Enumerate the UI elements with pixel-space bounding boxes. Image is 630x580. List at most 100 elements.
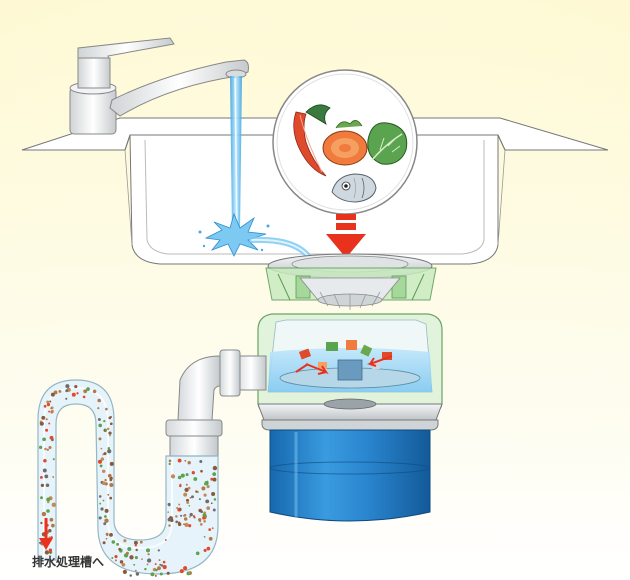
debris-speck xyxy=(167,517,172,522)
debris-speck xyxy=(100,447,103,450)
debris-speck xyxy=(86,387,90,391)
debris-speck xyxy=(51,523,55,528)
debris-speck xyxy=(46,448,50,451)
debris-speck xyxy=(206,506,211,510)
debris-speck xyxy=(147,553,150,556)
debris-speck xyxy=(111,540,116,544)
debris-speck xyxy=(159,563,162,566)
debris-speck xyxy=(47,500,50,504)
debris-speck xyxy=(120,548,123,551)
debris-speck xyxy=(97,398,101,403)
debris-speck xyxy=(203,519,206,523)
debris-speck xyxy=(208,536,213,541)
debris-speck xyxy=(104,429,108,432)
debris-speck xyxy=(50,407,53,410)
debris-speck xyxy=(200,469,203,473)
debris-speck xyxy=(191,495,194,499)
debris-speck xyxy=(105,537,108,540)
debris-speck xyxy=(122,569,127,574)
debris-speck xyxy=(44,550,50,555)
debris-speck xyxy=(196,490,199,494)
debris-speck xyxy=(202,516,206,520)
debris-speck xyxy=(162,565,167,570)
debris-speck xyxy=(42,468,47,473)
debris-speck xyxy=(97,407,100,410)
debris-speck xyxy=(53,390,58,395)
debris-speck xyxy=(168,462,171,466)
debris-speck xyxy=(52,458,55,461)
debris-speck xyxy=(177,475,182,480)
debris-speck xyxy=(116,542,120,546)
debris-speck xyxy=(176,507,179,509)
debris-speck xyxy=(65,397,68,400)
debris-speck xyxy=(184,522,189,527)
debris-speck xyxy=(108,431,112,435)
debris-speck xyxy=(109,532,113,537)
debris-speck xyxy=(212,477,217,482)
outlet-pipe xyxy=(165,349,267,457)
debris-speck xyxy=(203,548,207,552)
debris-speck xyxy=(135,572,140,576)
debris-speck xyxy=(104,508,109,513)
debris-speck xyxy=(141,558,143,560)
debris-speck xyxy=(210,502,213,505)
debris-speck xyxy=(50,392,55,397)
debris-speck xyxy=(198,518,202,522)
debris-speck xyxy=(102,541,106,545)
debris-speck xyxy=(101,469,106,474)
debris-speck xyxy=(48,410,51,413)
debris-speck xyxy=(184,487,189,493)
debris-speck xyxy=(99,464,103,468)
drain-arrow-icon xyxy=(39,518,53,550)
debris-speck xyxy=(168,459,172,463)
debris-speck xyxy=(192,515,196,518)
debris-speck xyxy=(39,421,44,426)
debris-speck xyxy=(46,497,51,502)
debris-speck xyxy=(103,522,107,526)
disposer-unit xyxy=(257,253,443,522)
debris-speck xyxy=(210,477,214,481)
debris-speck xyxy=(187,486,191,490)
debris-speck xyxy=(211,492,216,496)
debris-speck xyxy=(183,517,188,521)
debris-speck xyxy=(154,574,157,577)
debris-speck xyxy=(105,407,108,411)
debris-speck xyxy=(193,477,198,481)
debris-speck xyxy=(76,392,79,395)
debris-speck xyxy=(100,457,105,461)
debris-speck xyxy=(107,449,112,454)
debris-speck xyxy=(65,389,69,393)
debris-speck xyxy=(208,528,212,531)
debris-speck xyxy=(206,485,210,489)
debris-speck xyxy=(189,496,192,499)
debris-speck xyxy=(102,453,104,456)
debris-speck xyxy=(204,481,209,486)
debris-speck xyxy=(97,418,101,421)
faucet-icon xyxy=(69,37,249,135)
debris-speck xyxy=(92,389,97,394)
debris-speck xyxy=(41,415,46,420)
debris-speck xyxy=(185,473,189,477)
debris-speck xyxy=(175,515,178,518)
debris-speck xyxy=(206,546,211,551)
debris-speck xyxy=(46,509,50,513)
debris-speck xyxy=(45,418,48,421)
debris-speck xyxy=(201,486,206,491)
debris-speck xyxy=(180,514,183,517)
pipe-debris xyxy=(38,384,218,577)
debris-speck xyxy=(177,508,181,512)
debris-speck xyxy=(164,539,167,541)
debris-speck xyxy=(118,547,122,551)
debris-speck xyxy=(212,508,216,512)
debris-speck xyxy=(158,559,161,562)
debris-speck xyxy=(189,512,193,517)
debris-speck xyxy=(187,461,191,465)
debris-speck xyxy=(188,572,191,574)
debris-speck xyxy=(198,498,201,501)
debris-speck xyxy=(58,389,62,393)
debris-speck xyxy=(139,540,143,544)
debris-speck xyxy=(104,515,107,518)
debris-speck xyxy=(40,496,43,500)
